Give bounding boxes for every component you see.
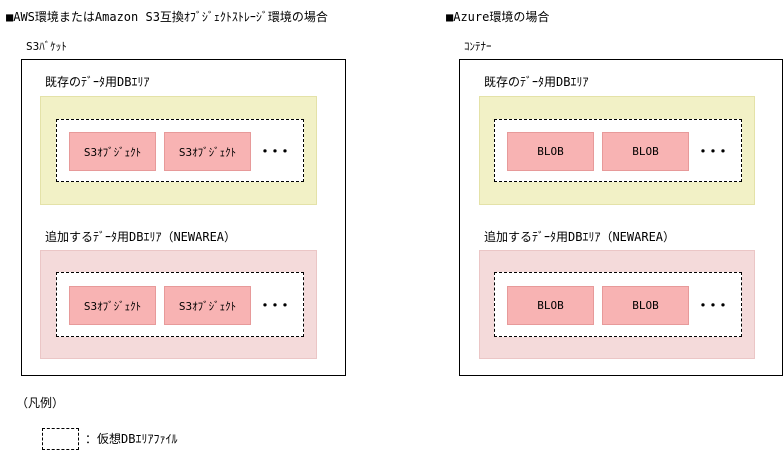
azure-existing-area: BLOB BLOB ･･･ [479,96,755,205]
azure-existing-virtual-file: BLOB BLOB ･･･ [494,119,742,182]
blob-object: BLOB [507,132,594,171]
blob-object: BLOB [507,286,594,325]
aws-new-virtual-file: S3ｵﾌﾞｼﾞｪｸﾄ S3ｵﾌﾞｼﾞｪｸﾄ ･･･ [56,272,304,337]
aws-new-area-label: 追加するﾃﾞｰﾀ用DBｴﾘｱ（NEWAREA） [45,230,237,244]
ellipsis: ･･･ [699,296,730,315]
ellipsis: ･･･ [261,142,292,161]
aws-heading: ■AWS環境またはAmazon S3互換ｵﾌﾞｼﾞｪｸﾄｽﾄﾚｰｼﾞ環境の場合 [6,10,328,24]
s3-object: S3ｵﾌﾞｼﾞｪｸﾄ [69,132,156,171]
blob-object: BLOB [602,286,689,325]
aws-existing-area-label: 既存のﾃﾞｰﾀ用DBｴﾘｱ [45,75,150,89]
s3-bucket-label: S3ﾊﾞｹｯﾄ [26,40,67,53]
azure-existing-area-label: 既存のﾃﾞｰﾀ用DBｴﾘｱ [484,75,589,89]
legend-virtual-file-swatch [42,428,79,450]
blob-object: BLOB [602,132,689,171]
ellipsis: ･･･ [261,296,292,315]
s3-object: S3ｵﾌﾞｼﾞｪｸﾄ [164,286,251,325]
aws-existing-area: S3ｵﾌﾞｼﾞｪｸﾄ S3ｵﾌﾞｼﾞｪｸﾄ ･･･ [40,96,317,205]
azure-new-area: BLOB BLOB ･･･ [479,250,755,359]
s3-bucket-box [21,59,346,376]
aws-existing-virtual-file: S3ｵﾌﾞｼﾞｪｸﾄ S3ｵﾌﾞｼﾞｪｸﾄ ･･･ [56,119,304,182]
azure-heading: ■Azure環境の場合 [446,10,550,24]
ellipsis: ･･･ [699,142,730,161]
container-label: ｺﾝﾃﾅｰ [464,40,492,53]
azure-container-box [459,59,783,376]
legend-virtual-file-label: ：仮想DBｴﾘｱﾌｧｲﾙ [85,432,178,446]
legend-title: （凡例） [16,396,65,410]
s3-object: S3ｵﾌﾞｼﾞｪｸﾄ [69,286,156,325]
s3-object: S3ｵﾌﾞｼﾞｪｸﾄ [164,132,251,171]
azure-new-area-label: 追加するﾃﾞｰﾀ用DBｴﾘｱ（NEWAREA） [484,230,676,244]
aws-new-area: S3ｵﾌﾞｼﾞｪｸﾄ S3ｵﾌﾞｼﾞｪｸﾄ ･･･ [40,250,317,359]
azure-new-virtual-file: BLOB BLOB ･･･ [494,272,742,337]
